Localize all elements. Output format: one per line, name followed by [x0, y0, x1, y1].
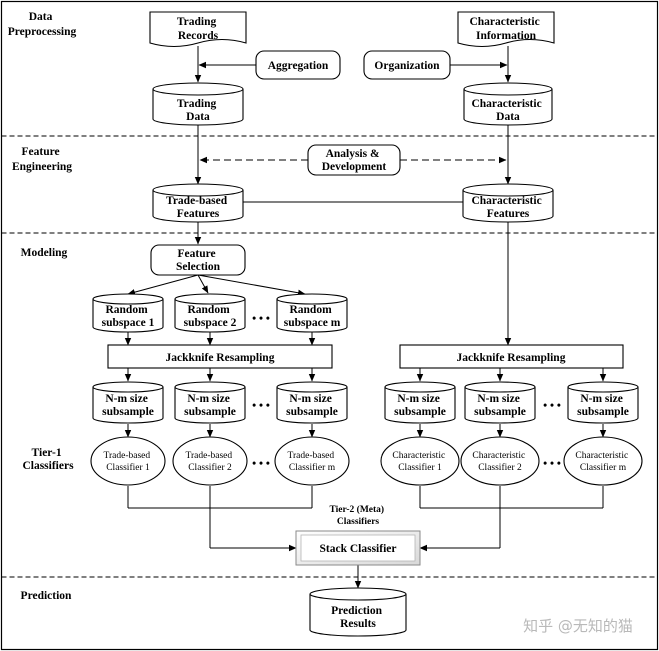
stage-label-feature-engineering: Feature Engineering	[12, 146, 72, 173]
subsample-left-m-label: N-m size subsample	[286, 393, 338, 418]
ellipsis-trade-classifiers: • • •	[252, 458, 270, 470]
stage-label-prediction: Prediction	[21, 590, 72, 602]
random-subspace-2-label: Random subspace 2	[184, 304, 237, 329]
trade-classifier-m-label: Trade-based Classifier m	[288, 451, 337, 473]
jackknife-resampling-right-box	[399, 344, 624, 369]
feature-selection-label: Feature Selection	[176, 248, 221, 273]
subsample-right-2-label: N-m size subsample	[474, 393, 526, 418]
subsample-right-1-cylinder	[384, 381, 456, 424]
organization-label: Organization	[374, 60, 440, 72]
characteristic-features-label: Characteristic Features	[471, 195, 544, 220]
subsample-left-1-cylinder	[92, 381, 164, 424]
prediction-results-cylinder	[309, 587, 407, 637]
random-subspace-m-cylinder	[276, 293, 348, 333]
trading-data-label: Trading Data	[177, 98, 219, 123]
characteristic-data-label: Characteristic Data	[471, 98, 544, 123]
subsample-right-m-cylinder	[567, 381, 639, 424]
trading-records-document	[149, 11, 247, 48]
aggregation-label: Aggregation	[268, 60, 329, 72]
ellipsis-char-classifiers: • • •	[543, 458, 561, 470]
ellipsis-subsamples-right: • • •	[543, 400, 561, 412]
ellipsis-subspaces: • • •	[252, 313, 270, 325]
subsample-left-2-label: N-m size subsample	[184, 393, 236, 418]
jackknife-resampling-right-label: Jackknife Resampling	[457, 352, 566, 364]
subsample-right-1-label: N-m size subsample	[394, 393, 446, 418]
subsample-left-m-cylinder	[276, 381, 348, 424]
characteristic-information-document	[457, 11, 555, 48]
trade-classifier-2-ellipse	[172, 436, 248, 486]
feature-engineering-connectors	[194, 125, 512, 203]
char-classifier-m-ellipse	[563, 436, 643, 486]
modeling-connectors	[124, 222, 607, 589]
trade-classifier-1-label: Trade-based Classifier 1	[104, 451, 153, 473]
jackknife-resampling-left-box	[107, 344, 333, 369]
random-subspace-1-cylinder	[92, 293, 164, 333]
char-classifier-2-ellipse	[460, 436, 540, 486]
subsample-right-2-cylinder	[464, 381, 536, 424]
char-classifier-2-label: Characteristic Classifier 2	[472, 451, 527, 473]
characteristic-features-cylinder	[462, 183, 554, 223]
stage-label-data-preprocessing: Data Preprocessing	[8, 11, 77, 38]
subsample-left-2-cylinder	[174, 381, 246, 424]
trade-based-features-cylinder	[152, 183, 244, 223]
random-subspace-1-label: Random subspace 1	[102, 304, 155, 329]
stage-label-modeling: Modeling	[21, 247, 68, 259]
jackknife-resampling-left-label: Jackknife Resampling	[166, 352, 275, 364]
trading-data-cylinder	[152, 82, 244, 126]
trading-records-label: Trading Records	[177, 16, 219, 42]
char-classifier-1-label: Characteristic Classifier 1	[392, 451, 447, 473]
trade-classifier-m-ellipse	[274, 436, 350, 486]
characteristic-data-cylinder	[463, 82, 553, 126]
stack-classifier-box	[295, 530, 421, 566]
prediction-results-label: Prediction Results	[331, 605, 385, 630]
random-subspace-m-label: Random subspace m	[284, 304, 341, 329]
subsample-left-1-label: N-m size subsample	[102, 393, 154, 418]
characteristic-information-label: Characteristic Information	[469, 16, 542, 42]
stack-classifier-label: Stack Classifier	[320, 543, 397, 555]
analysis-development-label: Analysis & Development	[322, 148, 387, 173]
trade-classifier-2-label: Trade-based Classifier 2	[186, 451, 235, 473]
trade-classifier-1-ellipse	[90, 436, 166, 486]
tier1-classifiers-label: Tier-1 Classifiers	[22, 447, 74, 472]
ellipsis-subsamples-left: • • •	[252, 400, 270, 412]
trade-based-features-label: Trade-based Features	[166, 195, 230, 220]
random-subspace-2-cylinder	[174, 293, 246, 333]
subsample-right-m-label: N-m size subsample	[577, 393, 629, 418]
char-classifier-1-ellipse	[380, 436, 460, 486]
char-classifier-m-label: Characteristic Classifier m	[575, 451, 630, 473]
preprocessing-connectors	[194, 46, 512, 83]
tier2-classifiers-label: Tier-2 (Meta) Classifiers	[330, 504, 387, 527]
watermark-text: 知乎 @无知的猫	[523, 617, 633, 635]
